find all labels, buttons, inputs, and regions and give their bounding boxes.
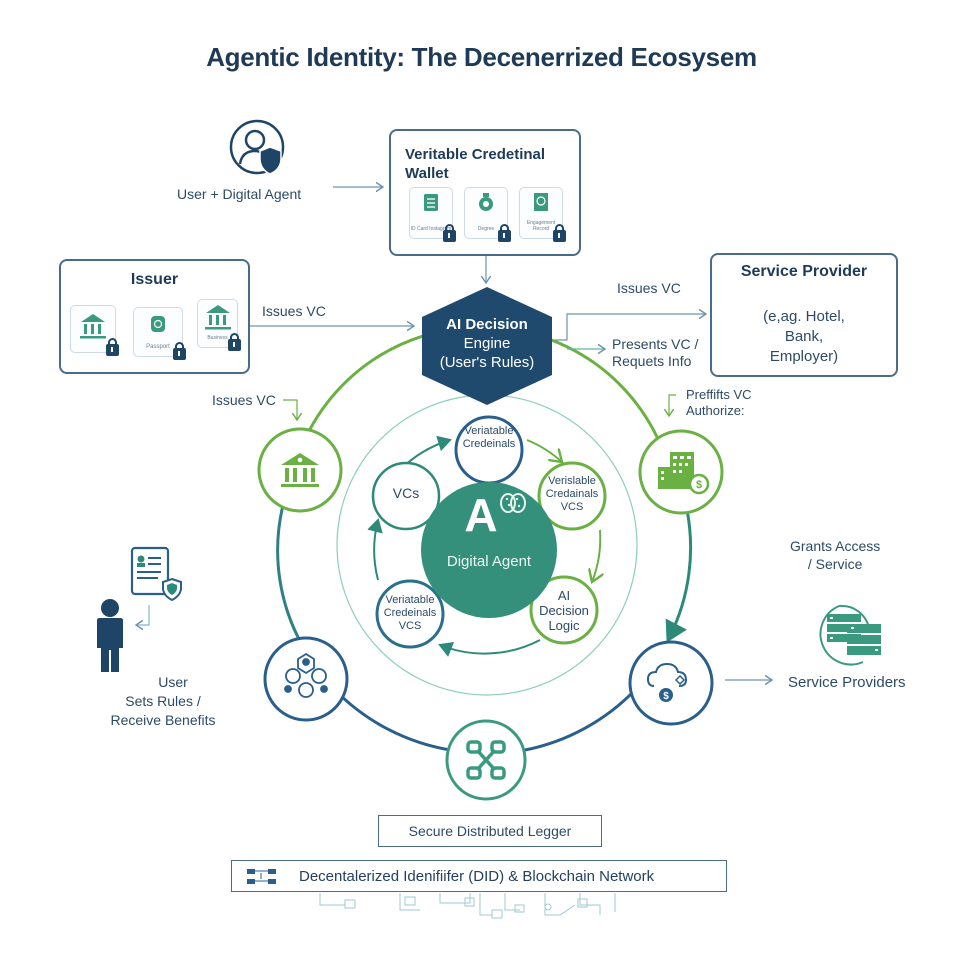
secure-ledger-box[interactable]: Secure Distributed Legger bbox=[378, 815, 602, 847]
inner-node-left-bottom[interactable] bbox=[374, 578, 446, 650]
engine-line3: (User's Rules) bbox=[439, 354, 535, 371]
secure-ledger-label: Secure Distributed Legger bbox=[408, 823, 572, 839]
bank-icon bbox=[80, 314, 106, 339]
ring-node-cloud-payment[interactable]: $ bbox=[626, 638, 716, 728]
did-label: Decentalerized Idenifiifer (DID) & Block… bbox=[299, 867, 655, 885]
lock-icon bbox=[228, 333, 241, 351]
blockchain-nodes-icon bbox=[247, 869, 276, 884]
agent-letter: A bbox=[464, 489, 498, 541]
ring-node-issuer-bank[interactable] bbox=[255, 425, 345, 515]
engine-line1: AI Decision bbox=[446, 316, 528, 333]
digital-agent-center[interactable] bbox=[421, 482, 557, 618]
brain-icon bbox=[500, 493, 526, 513]
cloud-payment-icon: $ bbox=[646, 662, 688, 702]
user-agent-node bbox=[228, 118, 290, 180]
issuer-card-business[interactable]: Business bbox=[197, 299, 241, 351]
user-label: User Sets Rules / Receive Benefits bbox=[110, 674, 216, 728]
inner-node-left[interactable] bbox=[370, 460, 442, 532]
user-person-icon bbox=[97, 599, 123, 672]
service-provider-title: Service Provider bbox=[740, 263, 868, 280]
ring-node-ledger-link[interactable] bbox=[444, 718, 528, 802]
passport-icon bbox=[151, 316, 165, 332]
wallet-card-id[interactable]: ID Card Instagram bbox=[409, 187, 456, 242]
wallet-card-degree[interactable]: Degree bbox=[464, 187, 511, 242]
digital-agent-label: Digital Agent bbox=[446, 553, 532, 570]
circuit-traces bbox=[319, 893, 616, 919]
credential-wallet-box[interactable]: Veritable Credetinal Wallet ID Card Inst… bbox=[389, 129, 581, 256]
outer-ring-right-arc bbox=[665, 504, 693, 643]
lock-icon bbox=[106, 338, 119, 356]
grants-access-label: Grants Access / Service bbox=[790, 538, 881, 572]
lock-icon bbox=[553, 224, 566, 242]
issuer-issues-vc-label: Issues VC bbox=[262, 303, 326, 319]
preffits-label: Preffifts VC Authorize: bbox=[686, 387, 752, 418]
svg-text:$: $ bbox=[696, 479, 702, 491]
service-providers-label: Service Providers bbox=[788, 674, 906, 691]
globe-passport-icon bbox=[534, 193, 548, 211]
wallet-title: Veritable Credetinal Wallet bbox=[405, 146, 546, 182]
ai-decision-engine[interactable]: AI Decision Engine (User's Rules) bbox=[418, 285, 556, 407]
ring-issues-vc-label: Issues VC bbox=[212, 392, 276, 408]
lock-icon bbox=[443, 224, 456, 242]
people-network-icon bbox=[284, 652, 328, 698]
issuer-title: Issuer bbox=[130, 271, 179, 288]
building-money-icon: $ bbox=[658, 452, 710, 495]
presents-vc-label: Presents VC / Requets Info bbox=[612, 336, 699, 369]
lock-icon bbox=[173, 342, 186, 360]
lock-icon bbox=[498, 224, 511, 242]
wallet-card-engagement[interactable]: Engagement Record bbox=[519, 187, 566, 242]
ring-node-network-payments[interactable] bbox=[261, 634, 351, 724]
service-provider-examples: (e,ag. Hotel, Bank, Employer) bbox=[763, 308, 845, 365]
outer-ring-bottom-right-arc bbox=[524, 688, 637, 752]
svg-text:$: $ bbox=[663, 691, 669, 702]
outer-ring-bottom-left-arc bbox=[333, 688, 451, 752]
ring-node-business-payment[interactable]: $ bbox=[636, 427, 726, 517]
sp-issues-vc-label: Issues VC bbox=[617, 280, 681, 296]
issuer-box[interactable]: Issuer Passport Business bbox=[59, 259, 250, 374]
medal-icon bbox=[479, 193, 493, 211]
chain-link-icon bbox=[466, 740, 506, 780]
hexagon-shape bbox=[422, 287, 552, 405]
checklist-icon bbox=[424, 194, 438, 211]
issuer-card-passport[interactable]: Passport bbox=[133, 307, 186, 360]
inner-node-right-top[interactable] bbox=[536, 460, 608, 532]
bank-icon bbox=[281, 453, 319, 487]
service-provider-box[interactable]: Service Provider (e,ag. Hotel, Bank, Emp… bbox=[710, 253, 898, 377]
engine-line2: Engine bbox=[463, 335, 511, 352]
id-document-shield-icon bbox=[130, 546, 182, 602]
bank-icon bbox=[205, 305, 231, 330]
user-shield-icon bbox=[229, 119, 285, 175]
inner-node-ai-logic[interactable] bbox=[528, 574, 600, 646]
outer-ring-left-arc bbox=[276, 504, 307, 651]
servers-icon bbox=[819, 604, 881, 666]
page-title: Agentic Identity: The Decenerrized Ecosy… bbox=[206, 42, 757, 72]
issuer-card-bank[interactable] bbox=[70, 305, 119, 356]
did-blockchain-bar[interactable]: Decentalerized Idenifiifer (DID) & Block… bbox=[231, 860, 727, 892]
inner-node-left-label: VCs bbox=[392, 485, 420, 501]
user-agent-label: User + Digital Agent bbox=[177, 186, 302, 202]
